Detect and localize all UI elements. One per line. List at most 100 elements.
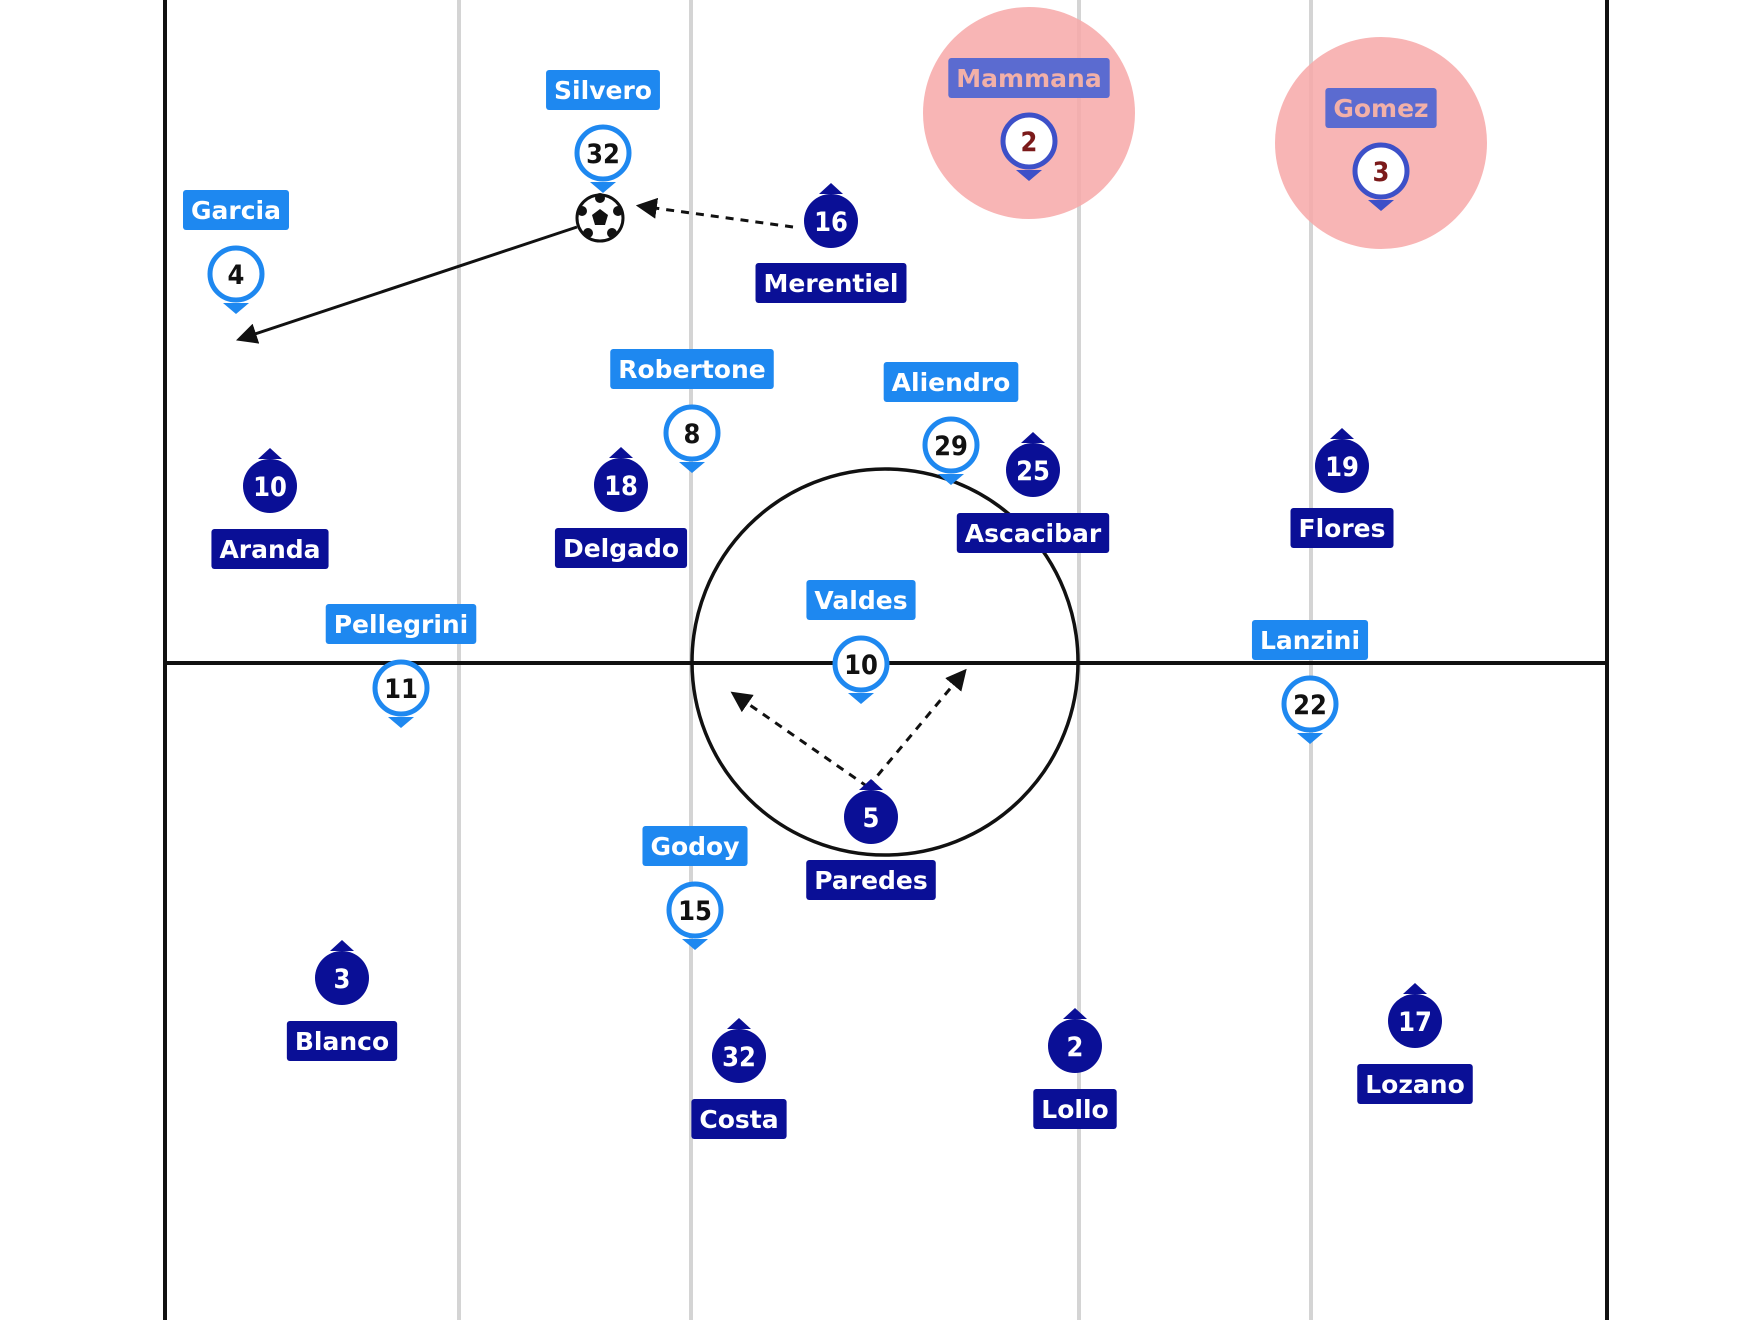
down-marker-icon [1297, 733, 1323, 744]
up-marker-icon [1021, 432, 1045, 443]
player-name: Blanco [295, 1027, 389, 1056]
player-name-label: Garcia [183, 190, 289, 230]
number-disc [1048, 1019, 1102, 1073]
number-disc [574, 124, 632, 182]
player-number: 32 [722, 1042, 756, 1073]
player-robertone[interactable]: 8 Robertone [610, 349, 774, 473]
player-number: 32 [586, 139, 620, 170]
player-name: Paredes [814, 866, 928, 895]
number-disc [922, 416, 980, 474]
up-marker-icon [330, 940, 354, 951]
player-name-label: Robertone [610, 349, 774, 389]
player-gomez[interactable]: 3 Gomez [1325, 88, 1437, 211]
player-name-label: Aliendro [883, 362, 1019, 402]
number-disc [1006, 443, 1060, 497]
player-name-label: Costa [691, 1099, 787, 1139]
number-disc [844, 790, 898, 844]
player-number: 8 [684, 419, 701, 450]
up-marker-icon [859, 779, 883, 790]
player-name-label: Flores [1290, 508, 1394, 548]
player-name: Garcia [191, 196, 281, 225]
player-name: Valdes [814, 586, 907, 615]
down-marker-icon [848, 693, 874, 704]
player-name: Aranda [219, 535, 320, 564]
down-marker-icon [1368, 200, 1394, 211]
player-name-label: Lozano [1357, 1064, 1473, 1104]
players-layer: 4Garcia32Silvero8Robertone29Aliendro11Pe… [183, 58, 1473, 1139]
player-name-label: Mammana [948, 58, 1110, 98]
paredes-move-left-arrow [730, 691, 869, 789]
number-disc [804, 194, 858, 248]
player-name: Aliendro [892, 368, 1011, 397]
down-marker-icon [679, 462, 705, 473]
number-disc [712, 1029, 766, 1083]
player-name-label: Godoy [642, 826, 748, 866]
player-name: Robertone [618, 355, 766, 384]
player-name-label: Delgado [554, 528, 688, 568]
up-marker-icon [727, 1018, 751, 1029]
player-name: Costa [699, 1105, 778, 1134]
player-name-label: Gomez [1325, 88, 1437, 128]
player-name: Silvero [554, 76, 652, 105]
number-disc [666, 881, 724, 939]
player-number: 2 [1067, 1032, 1084, 1063]
player-name-label: Valdes [806, 580, 916, 620]
player-name: Lozano [1365, 1070, 1465, 1099]
player-number: 19 [1325, 452, 1359, 483]
player-number: 3 [1373, 157, 1390, 188]
number-disc [1388, 994, 1442, 1048]
number-disc [315, 951, 369, 1005]
number-disc [1352, 142, 1410, 200]
player-silvero[interactable]: 32 Silvero [546, 70, 660, 193]
player-pellegrini[interactable]: 11 Pellegrini [325, 604, 477, 728]
number-disc [207, 245, 265, 303]
player-number: 5 [863, 803, 880, 834]
player-name: Mammana [956, 64, 1101, 93]
player-number: 11 [384, 674, 418, 705]
player-number: 18 [604, 471, 638, 502]
pass-to-garcia-arrow [236, 225, 578, 344]
player-name-label: Pellegrini [325, 604, 477, 644]
number-disc [243, 459, 297, 513]
up-marker-icon [1403, 983, 1427, 994]
player-name: Pellegrini [334, 610, 469, 639]
down-marker-icon [388, 717, 414, 728]
player-name-label: Blanco [286, 1021, 398, 1061]
player-name-label: Aranda [211, 529, 329, 569]
down-marker-icon [1016, 170, 1042, 181]
player-name: Ascacibar [965, 519, 1102, 548]
player-number: 17 [1398, 1007, 1432, 1038]
player-name-label: Lanzini [1251, 620, 1369, 660]
player-name: Lanzini [1260, 626, 1360, 655]
up-marker-icon [609, 447, 633, 458]
player-name: Delgado [563, 534, 679, 563]
number-disc [372, 659, 430, 717]
number-disc [832, 635, 890, 693]
player-lanzini[interactable]: 22 Lanzini [1251, 620, 1369, 744]
up-marker-icon [258, 448, 282, 459]
number-disc [1315, 439, 1369, 493]
soccer-ball-icon[interactable] [575, 193, 625, 243]
player-name: Lollo [1041, 1095, 1108, 1124]
up-marker-icon [1330, 428, 1354, 439]
player-number: 22 [1293, 690, 1327, 721]
player-name-label: Ascacibar [956, 513, 1110, 553]
player-name: Godoy [650, 832, 739, 861]
player-name: Flores [1299, 514, 1386, 543]
